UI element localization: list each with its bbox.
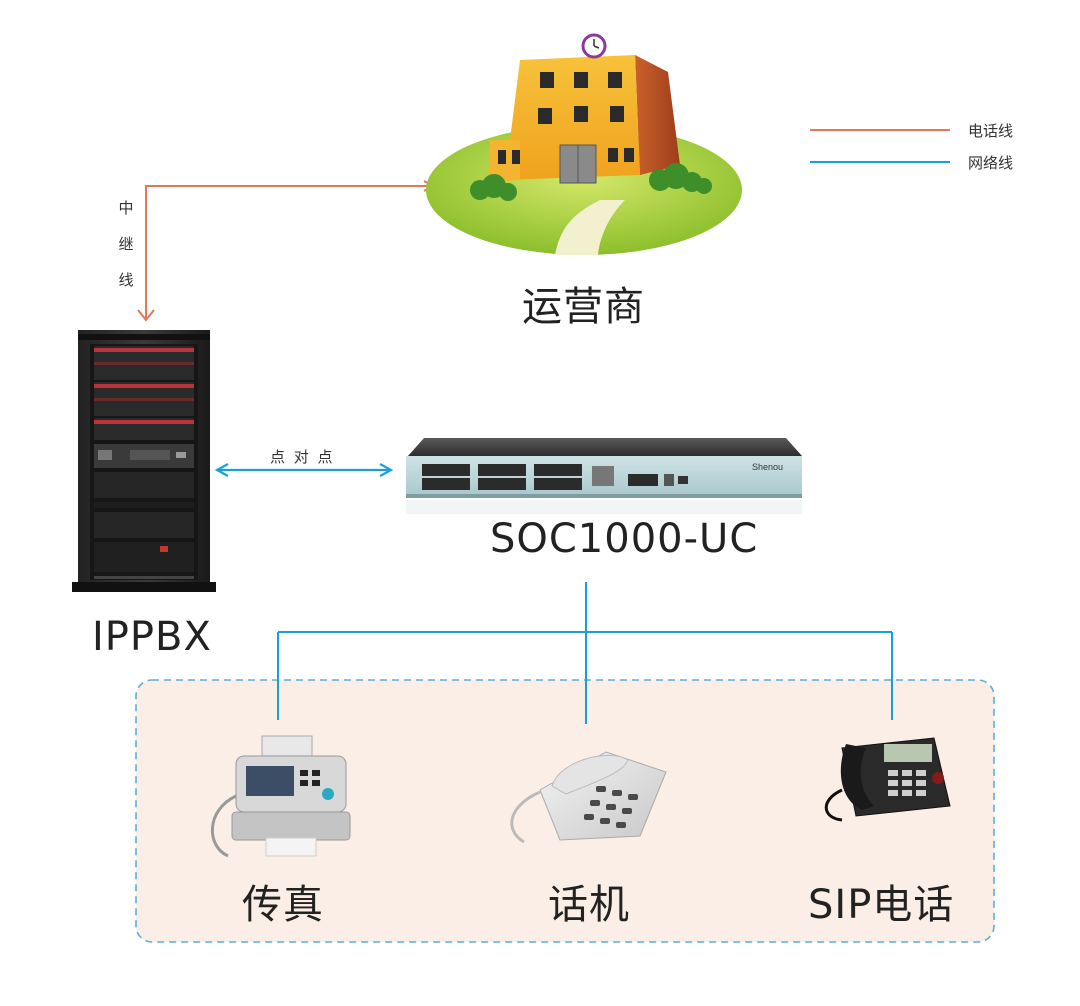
ippbx-rack-icon: [72, 330, 216, 592]
phone-label: 话机: [548, 882, 630, 928]
gateway-device-icon: [406, 438, 802, 514]
fax-label: 传真: [242, 882, 324, 928]
carrier-building-icon: [426, 33, 742, 255]
analog-phone-icon: [510, 751, 667, 844]
gateway-label: SOC1000-UC: [490, 516, 759, 562]
trunk-line-edge: [145, 186, 432, 318]
trunk-label: 中 继 线: [118, 199, 134, 289]
gateway-brand-text: Shenou: [752, 462, 783, 472]
sip-phone-icon: [824, 737, 951, 822]
network-tree-edges: [277, 582, 893, 724]
carrier-label: 运营商: [522, 284, 645, 330]
legend-phone-label: 电话线: [968, 122, 1014, 140]
ippbx-label: IPPBX: [92, 614, 212, 660]
fax-machine-icon: [211, 735, 351, 858]
sip-phone-label: SIP电话: [808, 882, 955, 928]
trunk-line-arrow-down: [137, 309, 155, 322]
p2p-label: 点 对 点: [270, 448, 335, 466]
legend-network-label: 网络线: [968, 154, 1014, 172]
